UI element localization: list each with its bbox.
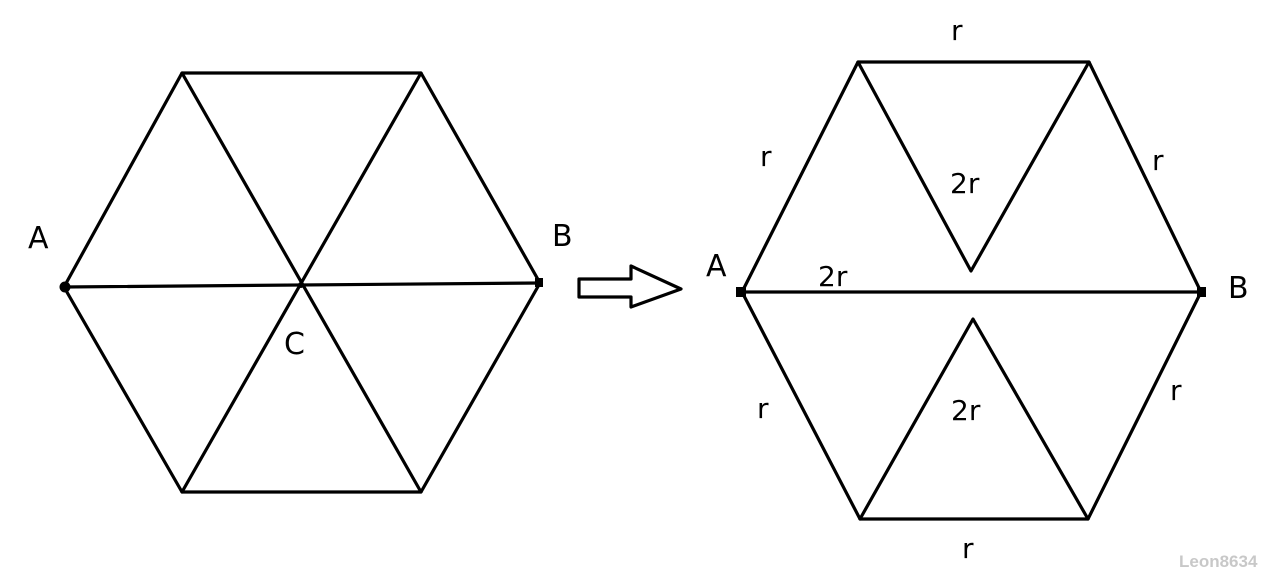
edge-label-top: r (951, 14, 963, 47)
right-label-a: A (706, 249, 727, 284)
edge-label-lower-left: r (757, 392, 769, 425)
left-label-c: C (284, 327, 305, 362)
watermark: Leon8634 (1179, 552, 1258, 571)
edge-label-lower-right: r (1170, 374, 1182, 407)
left-vertex-b-dot (535, 278, 543, 287)
edge-label-bottom: r (962, 532, 974, 565)
left-vertex-a-dot (59, 281, 71, 293)
right-lower-triangle (858, 317, 1090, 521)
left-label-a: A (28, 221, 49, 256)
arrow-outline (577, 264, 683, 309)
edge-label-upper-v: 2r (950, 167, 980, 200)
right-label-b: B (1228, 271, 1249, 306)
edge-label-middle-ab: 2r (818, 260, 848, 293)
right-upper-v (856, 60, 1091, 273)
right-vertex-a-dot (736, 287, 746, 297)
left-center-dot (298, 282, 304, 288)
edge-label-upper-left: r (760, 140, 772, 173)
left-label-b: B (552, 219, 573, 254)
edge-label-upper-right: r (1152, 144, 1164, 177)
right-network: A B r r r r r r 2r 2r 2r (706, 14, 1249, 565)
arrow-right-icon (577, 264, 683, 309)
left-hexagon: A B C (28, 71, 573, 494)
right-vertex-b-dot (1197, 287, 1206, 297)
edge-label-lower-triangle: 2r (951, 394, 981, 427)
